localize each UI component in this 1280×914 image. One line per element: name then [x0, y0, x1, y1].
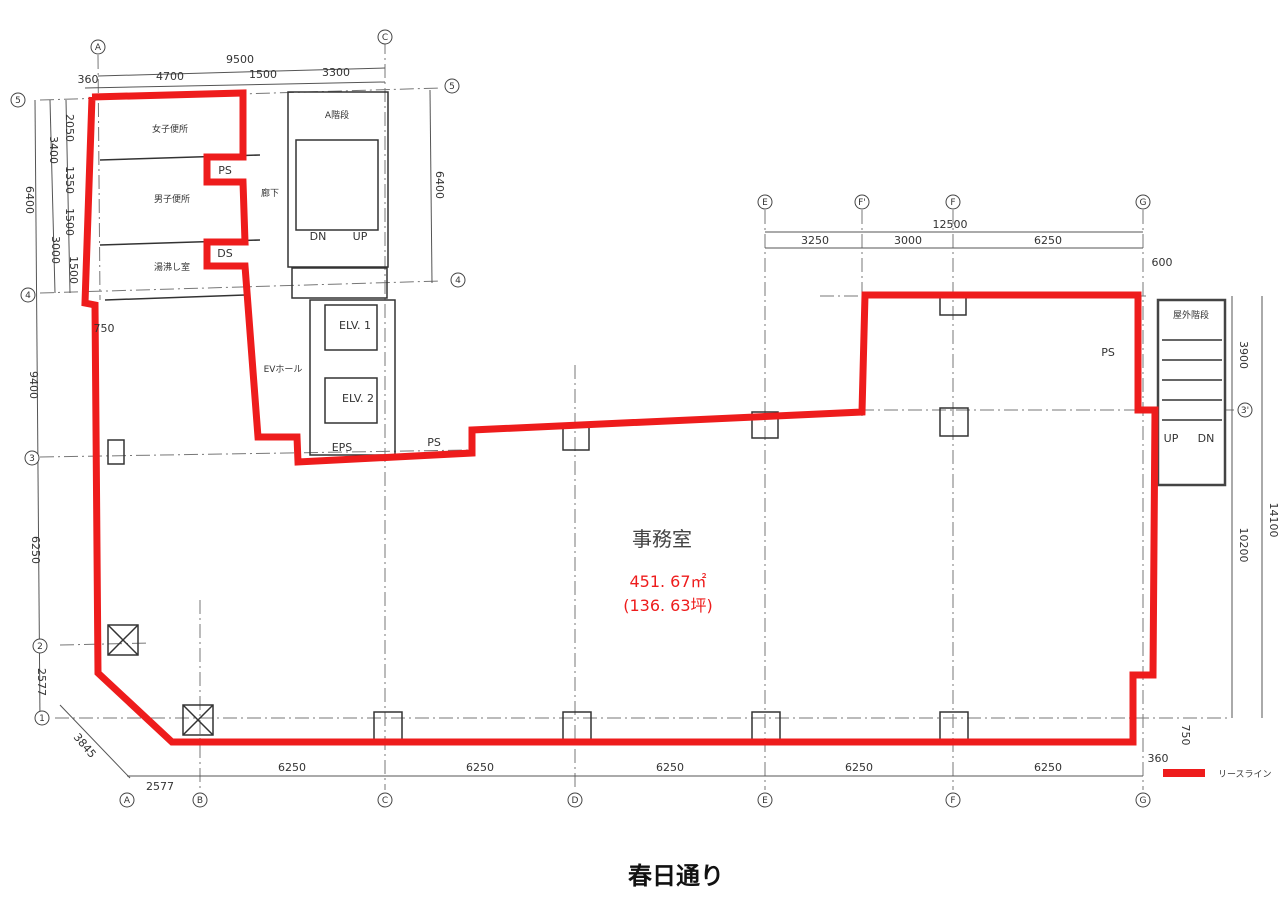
- dimension-label: 3300: [322, 66, 350, 79]
- room-ds: DS: [217, 247, 232, 260]
- dimension-label: 6250: [1034, 761, 1062, 774]
- room-womens-restroom: 女子便所: [152, 123, 188, 135]
- dimension-label: 6250: [29, 536, 42, 564]
- street-name: 春日通り: [628, 862, 724, 890]
- room-kitchenette: 湯沸し室: [154, 261, 190, 273]
- stair-up-label: UP: [1164, 432, 1179, 445]
- axis-label: G: [1140, 796, 1147, 806]
- dimension-lines: [34, 67, 1263, 779]
- walls: [99, 91, 1227, 741]
- axis-label: 4: [455, 276, 461, 286]
- room-stair-a: A階段: [325, 109, 349, 121]
- axis-label: 3: [29, 454, 35, 464]
- dimension-label: 3400: [47, 136, 60, 164]
- dimension-label: 1500: [67, 256, 80, 284]
- axis-label: F: [950, 796, 955, 806]
- stair-dn-label: DN: [310, 230, 327, 243]
- axis-label: 3': [1241, 406, 1249, 416]
- dimension-label: 9500: [226, 53, 254, 66]
- dimension-label: 12500: [933, 218, 968, 231]
- office-area-tsubo: (136. 63坪): [623, 596, 713, 615]
- room-ps: PS: [1101, 346, 1115, 359]
- axis-label: D: [572, 796, 579, 806]
- room-elv2: ELV. 2: [342, 392, 374, 405]
- axis-label: A: [124, 796, 131, 806]
- legend-label: リースライン: [1218, 769, 1272, 780]
- axis-label: C: [382, 33, 388, 43]
- dimension-label: 3900: [1237, 341, 1250, 369]
- dimension-label: 600: [1152, 256, 1173, 269]
- dimension-label: 1500: [63, 208, 76, 236]
- dimension-label: 750: [94, 322, 115, 335]
- stair-dn-label: DN: [1198, 432, 1215, 445]
- dimension-label: 6250: [466, 761, 494, 774]
- axis-label: A: [95, 43, 102, 53]
- axis-label: 1: [39, 714, 45, 724]
- axis-label: 4: [25, 291, 31, 301]
- room-corridor: 廊下: [261, 187, 279, 199]
- dimension-label: 6400: [23, 186, 36, 214]
- dimension-label: 1350: [63, 166, 76, 194]
- dimension-label: 3000: [49, 236, 62, 264]
- dimension-label: 3845: [71, 731, 99, 761]
- dimension-label: 360: [1148, 752, 1169, 765]
- axis-label: E: [762, 198, 768, 208]
- dimension-label: 9400: [27, 371, 40, 399]
- axis-label: 5: [15, 96, 21, 106]
- dimension-label: 6250: [656, 761, 684, 774]
- dimension-label: 4700: [156, 70, 184, 83]
- room-mens-restroom: 男子便所: [154, 193, 190, 205]
- axis-label: F: [950, 198, 955, 208]
- lease-line: [81, 89, 1159, 746]
- room-ps: PS: [427, 436, 441, 449]
- dimension-label: 6250: [278, 761, 306, 774]
- office-area-sqm: 451. 67㎡: [629, 572, 706, 591]
- dimension-label: 6400: [433, 171, 446, 199]
- axis-label: F': [858, 198, 866, 208]
- dimension-label: 14100: [1267, 503, 1280, 538]
- dimension-label: 3250: [801, 234, 829, 247]
- room-eps: EPS: [332, 441, 353, 454]
- dimension-label: 2050: [63, 114, 76, 142]
- room-outdoor-stair: 屋外階段: [1173, 309, 1209, 321]
- dimension-label: 6250: [1034, 234, 1062, 247]
- stair-up-label: UP: [353, 230, 368, 243]
- room-ps: PS: [218, 164, 232, 177]
- dimension-label: 3000: [894, 234, 922, 247]
- axis-label: G: [1140, 198, 1147, 208]
- dimension-label: 6250: [845, 761, 873, 774]
- axis-label: 2: [37, 642, 43, 652]
- grid-lines: [39, 40, 1240, 790]
- legend-swatch: [1163, 769, 1205, 777]
- dimension-label: 360: [78, 73, 99, 86]
- room-labels: 女子便所 男子便所 廊下 湯沸し室 A階段 DN UP 屋外階段 UP DN E…: [152, 109, 1214, 615]
- dimension-label: 750: [1179, 725, 1192, 746]
- dimension-label: 2577: [146, 780, 174, 793]
- room-office: 事務室: [632, 527, 692, 551]
- axis-label: 5: [449, 82, 455, 92]
- dimension-labels: 9500 4700 1500 3300 360 6400 3400 2050 1…: [23, 53, 1280, 793]
- room-elv1: ELV. 1: [339, 319, 371, 332]
- axis-bubbles: [10, 29, 1253, 808]
- axis-labels: A C 5 5 4 4 3 2 1 3' E F' F G A B C D E …: [15, 33, 1249, 806]
- legend: リースライン: [1163, 769, 1272, 780]
- dimension-label: 2577: [35, 668, 48, 696]
- dimension-label: 10200: [1237, 528, 1250, 563]
- axis-label: E: [762, 796, 768, 806]
- room-ev-hall: EVホール: [264, 364, 303, 375]
- dimension-label: 1500: [249, 68, 277, 81]
- axis-label: C: [382, 796, 388, 806]
- axis-label: B: [197, 796, 203, 806]
